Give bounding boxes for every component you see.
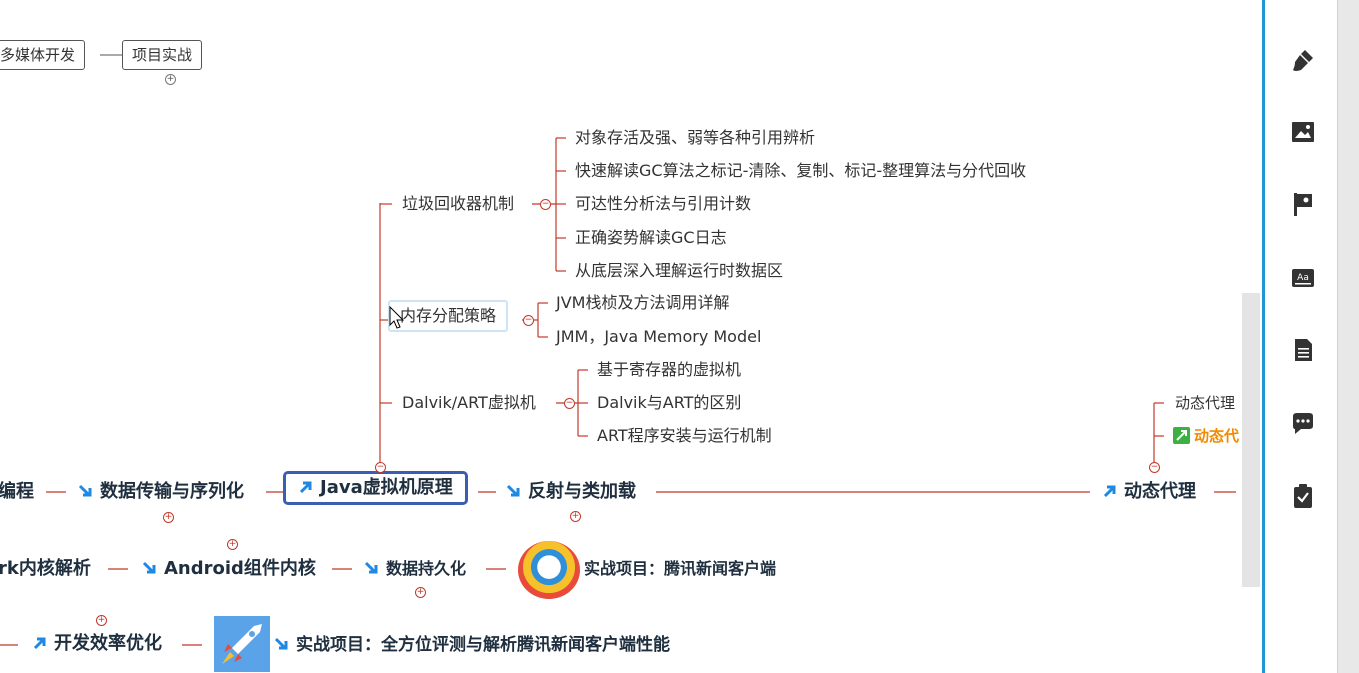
expand-toggle[interactable]: +	[165, 74, 176, 85]
collapse-toggle[interactable]: −	[564, 398, 575, 409]
note-icon[interactable]	[1289, 336, 1317, 364]
node-android-components[interactable]: Android组件内核	[142, 559, 316, 579]
image-icon[interactable]	[1289, 118, 1317, 146]
flag-marker-icon[interactable]	[1289, 190, 1317, 218]
svg-text:Aa: Aa	[1297, 273, 1309, 283]
node-reflection[interactable]: 反射与类加载	[506, 482, 636, 502]
node-gc-child[interactable]: 从底层深入理解运行时数据区	[575, 261, 784, 280]
rocket-image	[214, 616, 270, 672]
expand-toggle[interactable]: +	[227, 539, 238, 550]
collapse-toggle[interactable]: −	[1149, 462, 1160, 473]
node-gc-child[interactable]: 正确姿势解读GC日志	[575, 228, 727, 247]
node-dynamic-proxy[interactable]: 动态代理	[1102, 482, 1196, 502]
node-memory-child[interactable]: JVM栈桢及方法调用详解	[556, 293, 730, 312]
node-memory[interactable]: 内存分配策略	[388, 300, 509, 332]
node-gc-child[interactable]: 对象存活及强、弱等各种引用辨析	[575, 128, 816, 147]
node-gc[interactable]: 垃圾回收器机制	[402, 194, 515, 213]
arrow-down-right-icon	[274, 637, 288, 650]
node-proxy-child[interactable]: 动态代理	[1175, 394, 1236, 412]
text-style-icon[interactable]: Aa	[1289, 264, 1317, 292]
node-serialization[interactable]: 数据传输与序列化	[78, 482, 244, 502]
node-memory-child[interactable]: JMM，Java Memory Model	[556, 327, 762, 346]
node-news-project[interactable]: 实战项目：腾讯新闻客户端	[584, 559, 777, 578]
node-gc-child[interactable]: 可达性分析法与引用计数	[575, 194, 752, 213]
comment-icon[interactable]	[1289, 410, 1317, 438]
vertical-scrollbar[interactable]	[1242, 293, 1260, 587]
expand-toggle[interactable]: +	[163, 512, 174, 523]
arrow-up-right-icon	[1103, 485, 1116, 498]
arrow-up-right-icon	[299, 481, 312, 494]
arrow-down-right-icon	[506, 484, 520, 497]
node-multimedia[interactable]: 多媒体开发	[0, 40, 86, 70]
format-brush-icon[interactable]	[1289, 46, 1317, 74]
right-toolbar: Aa	[1262, 0, 1340, 673]
collapse-toggle[interactable]: −	[523, 315, 534, 326]
node-project[interactable]: 项目实战	[122, 40, 203, 70]
arrow-down-right-icon	[142, 561, 156, 574]
node-dalvik-child[interactable]: ART程序安装与运行机制	[597, 426, 772, 445]
node-dalvik-child[interactable]: 基于寄存器的虚拟机	[597, 360, 742, 379]
expand-toggle[interactable]: +	[96, 615, 107, 626]
link-icon	[1173, 427, 1190, 444]
node-programming[interactable]: 编程	[0, 481, 34, 502]
node-kernel[interactable]: rk内核解析	[0, 558, 91, 579]
node-efficiency[interactable]: 开发效率优化	[32, 634, 162, 654]
window-edge	[1337, 0, 1359, 673]
arrow-down-right-icon	[364, 561, 378, 574]
arrow-up-right-icon	[33, 637, 46, 650]
node-gc-child[interactable]: 快速解读GC算法之标记-清除、复制、标记-整理算法与分代回收	[575, 161, 1027, 180]
node-proxy-child-link[interactable]: 动态代	[1173, 426, 1239, 446]
node-persistence[interactable]: 数据持久化	[364, 559, 466, 579]
collapse-toggle[interactable]: −	[540, 199, 551, 210]
collapse-toggle[interactable]: −	[375, 462, 386, 473]
node-dalvik[interactable]: Dalvik/ART虚拟机	[402, 393, 536, 412]
node-perf-project[interactable]: 实战项目：全方位评测与解析腾讯新闻客户端性能	[274, 635, 670, 655]
arrow-down-right-icon	[78, 484, 92, 497]
node-dalvik-child[interactable]: Dalvik与ART的区别	[597, 393, 742, 412]
node-central-jvm[interactable]: Java虚拟机原理	[283, 471, 468, 505]
tencent-news-logo-image	[518, 541, 580, 599]
mindmap-canvas[interactable]: 多媒体开发 项目实战 + 垃圾回收器机制 − 对象存活及强、弱等各种引用辨析 快…	[0, 0, 1262, 673]
expand-toggle[interactable]: +	[570, 511, 581, 522]
expand-toggle[interactable]: +	[415, 587, 426, 598]
task-icon[interactable]	[1289, 482, 1317, 510]
mouse-cursor-icon	[389, 306, 405, 329]
